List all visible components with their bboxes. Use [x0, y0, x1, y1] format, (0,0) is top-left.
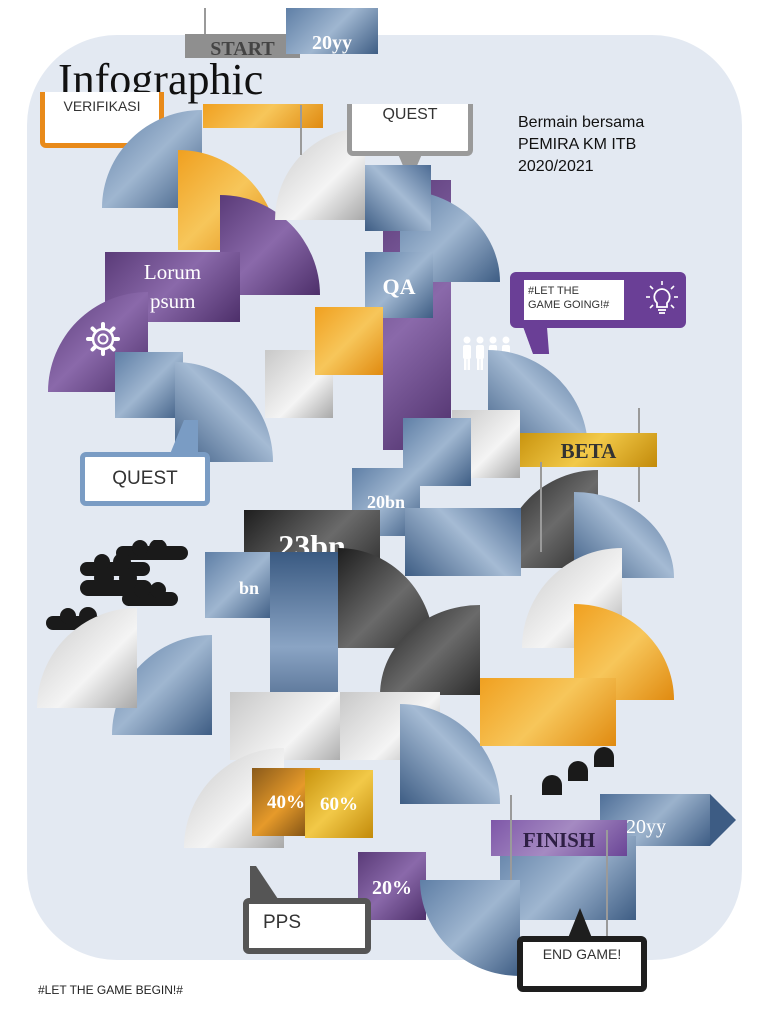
subtitle-line: 2020/2021	[518, 158, 594, 175]
subtitle: Bermain bersama PEMIRA KM ITB 2020/2021	[518, 112, 644, 178]
start-sign: START	[185, 34, 300, 58]
pole	[606, 830, 608, 938]
bubble-tail	[170, 420, 198, 454]
pct-60-tile: 60%	[305, 770, 373, 838]
bubble-text: #LET THE GAME GOING!#	[524, 280, 624, 320]
cloud-icon	[540, 745, 620, 797]
orange-rect	[480, 678, 616, 746]
subtitle-line: PEMIRA KM ITB	[518, 136, 637, 153]
quest-left-bubble: QUEST	[80, 452, 210, 506]
value-bn: bn	[205, 552, 273, 618]
bubble-line: #LET THE	[528, 285, 579, 297]
rect-tile	[230, 692, 346, 760]
square-tile	[315, 307, 383, 375]
finish-sign: FINISH	[491, 820, 627, 856]
pole	[510, 795, 512, 890]
top-year-tag: 20yy	[286, 8, 378, 54]
quarter-shape	[420, 880, 520, 976]
square-tile	[365, 165, 431, 231]
lorum-line: Lorum	[143, 260, 202, 284]
rect-tile	[405, 508, 521, 576]
subtitle-line: Bermain bersama	[518, 114, 645, 131]
quest-top-bubble: QUEST	[347, 104, 473, 156]
pole	[540, 462, 542, 552]
pole	[300, 105, 302, 155]
end-game-bubble: END GAME!	[517, 936, 647, 992]
let-game-going-bubble: #LET THE GAME GOING!#	[510, 272, 686, 328]
start-pole	[204, 8, 206, 38]
arrow-head	[710, 794, 736, 846]
beta-sign: BETA	[520, 433, 657, 467]
bubble-line: GAME GOING!#	[528, 299, 610, 311]
pps-bubble: PPS	[243, 898, 371, 954]
gear-icon	[86, 322, 120, 356]
bottom-year-label: 20yy	[626, 816, 666, 838]
bubble-tail	[250, 866, 280, 902]
square-tile	[115, 352, 183, 418]
lightbulb-icon	[644, 280, 680, 320]
footer-text: #LET THE GAME BEGIN!#	[38, 983, 183, 997]
orange-strip	[203, 104, 323, 128]
lorum-line: psum	[150, 289, 196, 313]
bubble-tail	[568, 908, 592, 938]
qa-tile: QA	[365, 252, 433, 318]
